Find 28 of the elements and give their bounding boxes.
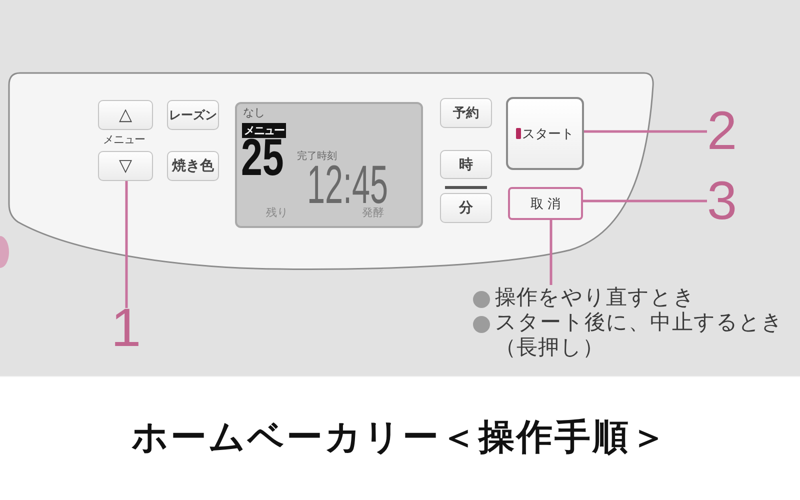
note-text: スタート後に、中止するとき（長押し） xyxy=(495,310,785,360)
button: ▽ xyxy=(98,151,153,181)
callout-number: 3 xyxy=(707,181,738,222)
display-digits: 12:45 xyxy=(307,165,388,206)
leader-line xyxy=(125,181,128,308)
button: 予約 xyxy=(440,98,492,128)
display-digits: 25 xyxy=(241,139,284,178)
button: レーズン xyxy=(167,100,219,130)
button: 取消 xyxy=(508,187,583,220)
button: 焼き色 xyxy=(167,151,219,181)
leader-line xyxy=(584,130,707,133)
button: 時 xyxy=(440,150,492,179)
note-text: 操作をやり直すとき xyxy=(495,285,696,310)
display-text: 残り xyxy=(266,207,288,220)
button: 分 xyxy=(440,193,492,223)
callout-number: 1 xyxy=(111,308,142,349)
leader-line xyxy=(583,200,707,202)
display-tag: メニュー xyxy=(242,123,286,138)
button: △ xyxy=(98,100,153,130)
lcd-display xyxy=(235,102,423,228)
display-text: なし xyxy=(243,107,265,120)
leader-line xyxy=(550,220,552,285)
panel-label: メニュー xyxy=(103,133,145,146)
display-text: 完了時刻 xyxy=(297,151,337,162)
title: ホームベーカリー＜操作手順＞ xyxy=(132,416,668,460)
button: スタート xyxy=(506,97,584,170)
callout-number: 2 xyxy=(707,111,738,152)
display-text: 発酵 xyxy=(362,207,384,220)
